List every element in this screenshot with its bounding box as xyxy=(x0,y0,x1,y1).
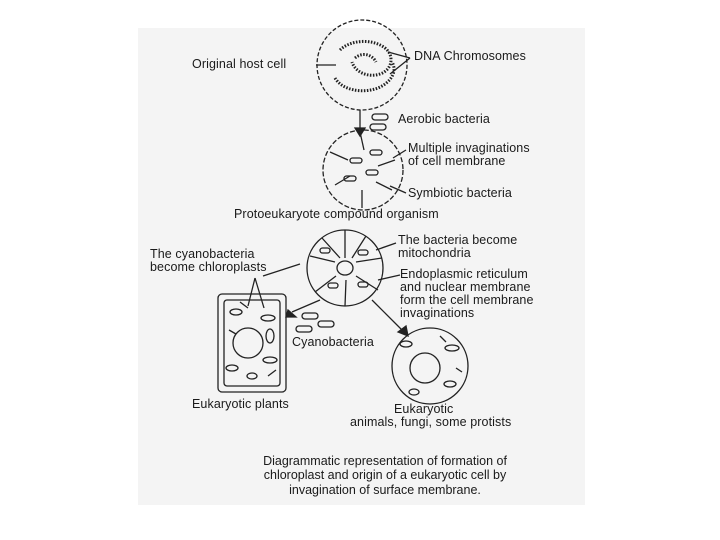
arrow-to-animal xyxy=(371,299,409,338)
dna-pointers xyxy=(387,51,411,75)
label-aerobic-bacteria: Aerobic bacteria xyxy=(398,112,490,126)
chloroplast-pointers xyxy=(247,277,265,309)
label-protoeukaryote: Protoeukaryote compound organism xyxy=(234,207,439,221)
label-symbiotic-bacteria: Symbiotic bacteria xyxy=(408,186,512,200)
arrow-to-plant xyxy=(285,299,321,318)
plant-cell xyxy=(217,293,287,393)
invagination-pointers xyxy=(389,149,407,194)
invaginated-cell xyxy=(322,129,404,211)
aerobic-bacteria-shapes xyxy=(369,113,389,131)
figure-caption: Diagrammatic representation of formation… xyxy=(263,454,507,497)
cyanobacteria-shapes xyxy=(295,312,335,333)
figure-background xyxy=(138,28,585,505)
animal-cell xyxy=(391,327,469,405)
label-cyanobacteria: Cyanobacteria xyxy=(292,335,374,349)
label-eukaryotic-plants: Eukaryotic plants xyxy=(192,397,289,411)
label-original-host-cell: Original host cell xyxy=(192,57,287,71)
label-dna-chromosomes: DNA Chromosomes xyxy=(414,49,526,63)
protoeukaryote-pointers xyxy=(262,242,401,281)
protoeukaryote-cell xyxy=(306,229,384,307)
